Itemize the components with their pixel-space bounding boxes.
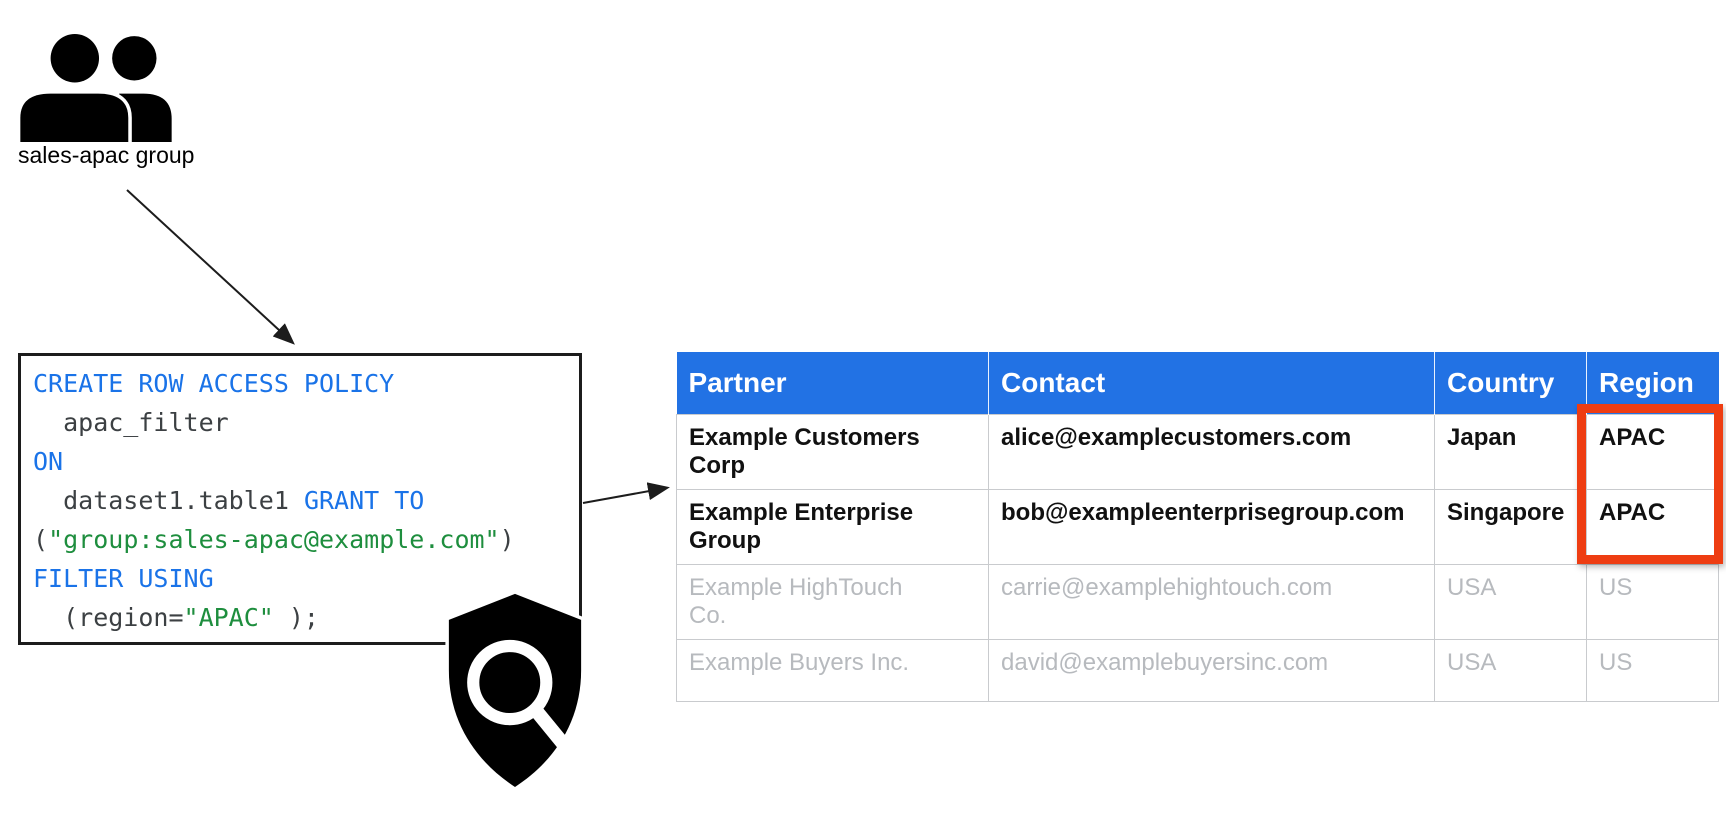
cell-country: Singapore	[1434, 488, 1587, 565]
cell-contact: david@examplebuyersinc.com	[988, 638, 1435, 702]
row-highlight-box	[1577, 404, 1723, 564]
cell-contact: carrie@examplehightouch.com	[988, 563, 1435, 640]
cell-country: Japan	[1434, 413, 1587, 490]
code-token: "APAC"	[183, 603, 274, 632]
table-header-row: Partner Contact Country Region	[676, 352, 1719, 414]
cell-country: USA	[1434, 638, 1587, 702]
code-token: apac_filter	[33, 408, 229, 437]
code-line: apac_filter	[33, 403, 567, 442]
cell-partner: Example HighTouch Co.	[676, 563, 989, 640]
code-line: dataset1.table1 GRANT TO	[33, 481, 567, 520]
code-line: ON	[33, 442, 567, 481]
table-row: Example HighTouch Co. carrie@examplehigh…	[676, 563, 1719, 640]
code-token: )	[499, 525, 515, 554]
table-header-region: Region	[1586, 352, 1719, 414]
cell-partner: Example Enterprise Group	[676, 488, 989, 565]
search-icon	[467, 639, 553, 726]
table-header-contact: Contact	[988, 352, 1435, 414]
table-row: Example Enterprise Group bob@exampleente…	[676, 488, 1719, 565]
table-row: Example Customers Corp alice@examplecust…	[676, 413, 1719, 490]
cell-partner: Example Buyers Inc.	[676, 638, 989, 702]
code-token: dataset1.table1	[33, 486, 304, 515]
cell-region: APAC	[1586, 488, 1719, 565]
cell-region: APAC	[1586, 413, 1719, 490]
policy-code-box: CREATE ROW ACCESS POLICY apac_filter ON …	[18, 353, 582, 645]
code-line: CREATE ROW ACCESS POLICY	[33, 364, 567, 403]
cell-contact: bob@exampleenterprisegroup.com	[988, 488, 1435, 565]
code-line: (region="APAC" );	[33, 598, 567, 637]
table-header-partner: Partner	[676, 352, 989, 414]
cell-partner: Example Customers Corp	[676, 413, 989, 490]
code-token: (	[33, 525, 49, 554]
cell-country: USA	[1434, 563, 1587, 640]
cell-region: US	[1586, 563, 1719, 640]
code-token: );	[273, 603, 319, 632]
group-people-icon	[20, 30, 172, 144]
code-line: ("group:sales-apac@example.com")	[33, 520, 567, 559]
code-token: GRANT TO	[303, 486, 425, 515]
table-header-country: Country	[1434, 352, 1587, 414]
cell-contact: alice@examplecustomers.com	[988, 413, 1435, 490]
code-token: "group:sales-apac@example.com"	[48, 525, 500, 554]
security-shield-search-icon	[445, 590, 585, 792]
code-token: FILTER USING	[33, 564, 214, 593]
group-label: sales-apac group	[18, 142, 195, 168]
arrow-policy-to-table	[582, 482, 670, 504]
cell-region: US	[1586, 638, 1719, 702]
table-row: Example Buyers Inc. david@examplebuyersi…	[676, 638, 1719, 702]
code-token: ON	[33, 447, 64, 476]
code-token: (region=	[33, 603, 184, 632]
code-line: FILTER USING	[33, 559, 567, 598]
partner-table: Partner Contact Country Region Example C…	[676, 352, 1719, 702]
code-token: CREATE ROW ACCESS POLICY	[33, 369, 395, 398]
arrow-group-to-policy	[126, 189, 295, 345]
